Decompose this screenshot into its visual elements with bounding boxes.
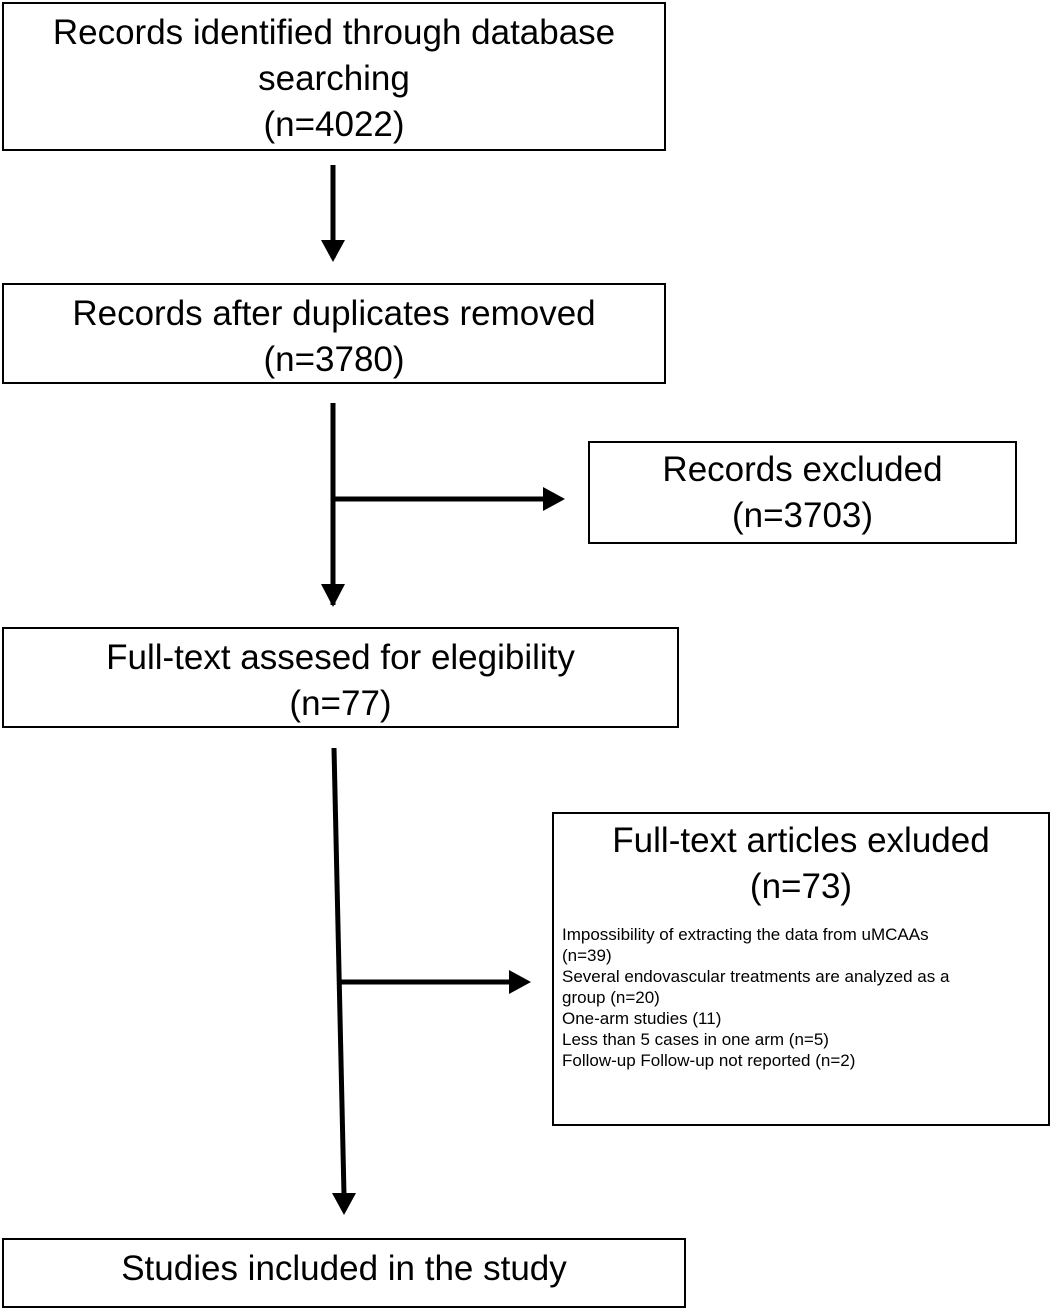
records-excluded-box: Records excluded (n=3703): [588, 441, 1017, 544]
fulltext-excluded-line1: Full-text articles exluded: [612, 821, 990, 860]
exclusion-reason: Several endovascular treatments are anal…: [562, 967, 950, 986]
fulltext-assessed-box: Full-text assesed for elegibility (n=77): [2, 627, 679, 728]
records-excluded-count: (n=3703): [731, 496, 874, 535]
records-after-duplicates-box: Records after duplicates removed (n=3780…: [2, 283, 666, 384]
arrowhead-included: [332, 1193, 356, 1215]
fulltext-assessed-count: (n=77): [289, 684, 392, 723]
fulltext-assessed-line1: Full-text assesed for elegibility: [106, 638, 575, 677]
records-excluded-line1: Records excluded: [662, 450, 943, 489]
exclusion-reason: One-arm studies (11): [562, 1009, 722, 1028]
arrowhead-excluded: [543, 487, 565, 511]
exclusion-reasons-list: Impossibility of extracting the data fro…: [554, 924, 1048, 1071]
arrow-fulltext-to-included: [331, 747, 347, 1196]
fulltext-excluded-count: (n=73): [749, 867, 853, 906]
studies-included-line1: Studies included in the study: [121, 1249, 567, 1288]
records-after-duplicates-line1: Records after duplicates removed: [72, 294, 596, 333]
exclusion-reason: group (n=20): [562, 988, 660, 1007]
arrowhead-dedup: [321, 240, 345, 262]
exclusion-reason: (n=39): [562, 946, 612, 965]
exclusion-reason: Impossibility of extracting the data fro…: [562, 925, 929, 944]
records-identified-line1: Records identified through database: [52, 13, 616, 52]
fulltext-excluded-box: Full-text articles exluded (n=73) Imposs…: [552, 812, 1050, 1126]
studies-included-box: Studies included in the study: [2, 1238, 686, 1308]
arrowhead-fulltext: [321, 584, 345, 607]
records-identified-line2: searching: [258, 59, 410, 98]
exclusion-reason: Follow-up Follow-up not reported (n=2): [562, 1051, 856, 1070]
exclusion-reason: Less than 5 cases in one arm (n=5): [562, 1030, 829, 1049]
arrowhead-fulltext-excluded: [509, 970, 531, 994]
records-after-duplicates-count: (n=3780): [263, 340, 405, 379]
records-identified-count: (n=4022): [263, 105, 405, 144]
records-identified-box: Records identified through database sear…: [2, 2, 666, 151]
